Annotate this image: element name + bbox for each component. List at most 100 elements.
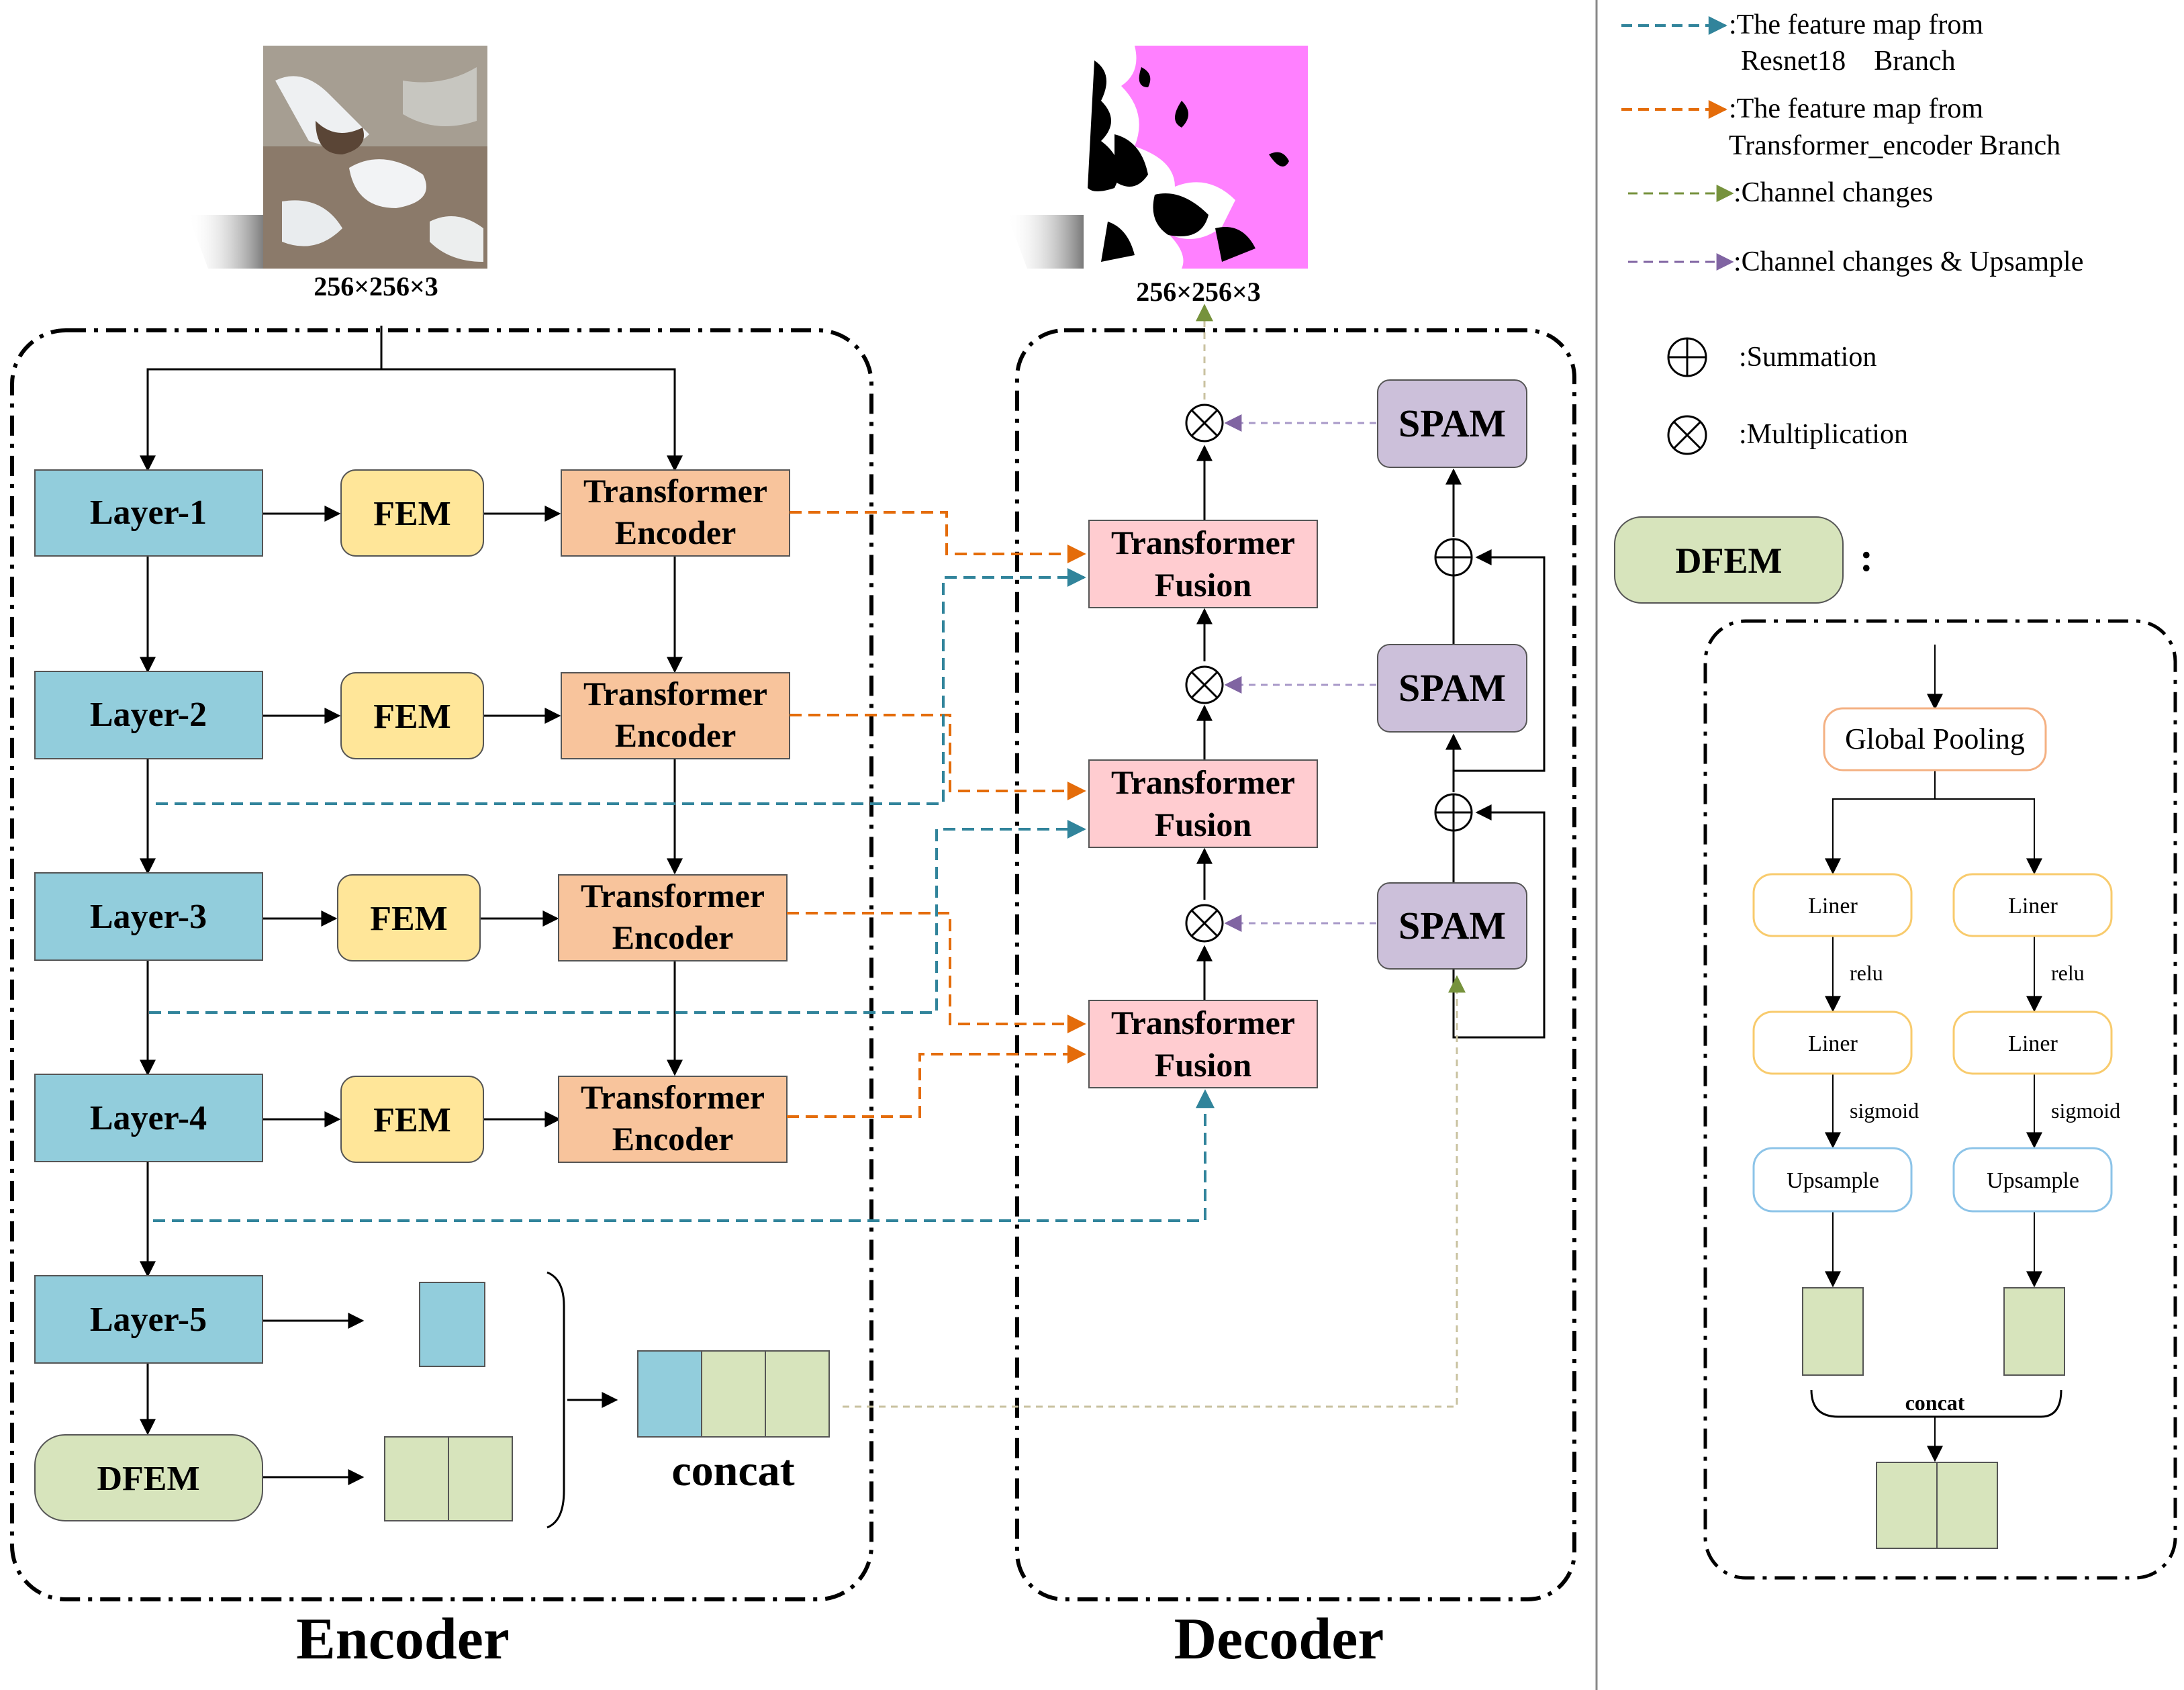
legend-trans-line1: :The feature map from: [1729, 93, 1983, 124]
te-1-line2: Encoder: [615, 514, 737, 551]
global-pooling-box: [1823, 707, 2047, 771]
spam-2-label: SPAM: [1398, 666, 1506, 710]
liner-2a-box: [1952, 873, 2113, 937]
layer-1: Layer-1: [34, 469, 263, 557]
dfem-block: DFEM: [34, 1434, 263, 1521]
te-4-line1: Transformer: [581, 1078, 765, 1116]
layer-3: Layer-3: [34, 872, 263, 961]
dfem-feature-map: [384, 1436, 513, 1521]
relu-2: relu: [2051, 961, 2085, 985]
encoder-title: Encoder: [296, 1607, 510, 1672]
encoder-connectors: [140, 326, 683, 1529]
encoder-boundary: [10, 328, 873, 1601]
legend-sum-icon: [1667, 337, 1707, 377]
transformer-encoder-4: Transformer Encoder: [558, 1076, 788, 1163]
global-pooling-label: Global Pooling: [1845, 722, 2025, 755]
channel-change-arrows: [843, 303, 1466, 1408]
dfem-concat-label: concat: [1905, 1391, 1965, 1415]
tf-3-line1: Transformer: [1111, 1004, 1295, 1041]
input-image: [188, 46, 487, 269]
transformer-fusion-2: Transformer Fusion: [1088, 759, 1318, 848]
liner-2b-box: [1952, 1011, 2113, 1075]
te-1-line1: Transformer: [583, 472, 767, 510]
transformer-encoder-2: Transformer Encoder: [561, 672, 790, 759]
layer-1-label: Layer-1: [90, 494, 207, 532]
fem-1: FEM: [340, 469, 484, 557]
dfem-detail-title: DFEM: [1676, 541, 1783, 581]
tf-3-line2: Fusion: [1155, 1046, 1252, 1084]
dfem-fmap-2: [2003, 1287, 2065, 1376]
fem-2: FEM: [340, 672, 484, 759]
fem-3-label: FEM: [370, 900, 448, 938]
spam-3: SPAM: [1377, 882, 1527, 970]
liner-2b-label: Liner: [2008, 1031, 2058, 1056]
legend-trans-line2: Transformer_encoder Branch: [1729, 130, 2060, 161]
dfem-out-fmap-1: [1876, 1462, 1938, 1549]
spam-1: SPAM: [1377, 379, 1527, 468]
multiply-3: [1185, 904, 1224, 943]
spam-2: SPAM: [1377, 644, 1527, 733]
fem-4-label: FEM: [373, 1101, 451, 1139]
output-image: [1007, 46, 1308, 269]
layer5-feature-map: [419, 1282, 485, 1367]
fem-3: FEM: [337, 874, 481, 961]
transformer-fusion-1: Transformer Fusion: [1088, 520, 1318, 608]
te-4-line2: Encoder: [612, 1120, 734, 1158]
concat-feature-map: [637, 1350, 830, 1438]
relu-1: relu: [1850, 961, 1883, 985]
tf-1-line1: Transformer: [1111, 524, 1295, 561]
sigmoid-2: sigmoid: [2051, 1098, 2120, 1123]
legend-multiply-icon: [1667, 415, 1707, 455]
dfem-detail-title-box: [1614, 516, 1844, 604]
dfem-detail-colon: :: [1860, 535, 1873, 579]
liner-1a-box: [1752, 873, 1913, 937]
transformer-encoder-1: Transformer Encoder: [561, 469, 790, 557]
upsample-1-box: [1752, 1147, 1913, 1213]
sigmoid-1: sigmoid: [1850, 1098, 1919, 1123]
fem-4: FEM: [340, 1076, 484, 1163]
spam-to-multiply-arrows: [1224, 414, 1376, 932]
upsample-2-label: Upsample: [1987, 1168, 2079, 1193]
spam-3-label: SPAM: [1398, 904, 1506, 947]
layer-4: Layer-4: [34, 1074, 263, 1162]
liner-1a-label: Liner: [1808, 894, 1858, 919]
multiply-2: [1185, 665, 1224, 704]
upsample-2-box: [1952, 1147, 2113, 1213]
decoder-title: Decoder: [1174, 1607, 1384, 1672]
dfem-detail-boundary: [1703, 619, 2177, 1580]
legend-resnet-line1: :The feature map from: [1729, 9, 1983, 40]
legend-sum-text: :Summation: [1739, 342, 1877, 373]
transformer-encoder-3: Transformer Encoder: [558, 874, 788, 961]
fem-2-label: FEM: [373, 698, 451, 736]
liner-2a-label: Liner: [2008, 894, 2058, 919]
legend-upsample-text: :Channel changes & Upsample: [1734, 246, 2083, 277]
transformer-fusion-3: Transformer Fusion: [1088, 1000, 1318, 1088]
sum-1: [1434, 538, 1473, 577]
layer-2: Layer-2: [34, 671, 263, 759]
te-3-line1: Transformer: [581, 877, 765, 914]
decoder-connectors: [1196, 444, 1546, 1039]
tf-2-line1: Transformer: [1111, 763, 1295, 801]
dfem-detail: DFEM : Global Pooling Liner Liner relu r…: [1614, 516, 2120, 1549]
decoder-boundary: [1015, 328, 1576, 1601]
input-size-label: 256×256×3: [314, 271, 438, 301]
dfem-out-fmap-2: [1936, 1462, 1998, 1549]
tf-2-line2: Fusion: [1155, 806, 1252, 843]
layer-5-label: Layer-5: [90, 1301, 207, 1339]
legend: :The feature map from Resnet18 Branch :T…: [1621, 9, 2083, 455]
sum-2: [1434, 793, 1473, 832]
te-2-line1: Transformer: [583, 675, 767, 712]
concat-label: concat: [671, 1446, 794, 1495]
layer-4-label: Layer-4: [90, 1099, 207, 1137]
dfem-label: DFEM: [97, 1460, 199, 1498]
te-2-line2: Encoder: [615, 716, 737, 754]
te-3-line2: Encoder: [612, 919, 734, 956]
legend-multiply-text: :Multiplication: [1739, 419, 1908, 450]
upsample-1-label: Upsample: [1787, 1168, 1879, 1193]
legend-channel-text: :Channel changes: [1734, 177, 1933, 208]
fem-1-label: FEM: [373, 495, 451, 533]
multiply-1: [1185, 404, 1224, 442]
tf-1-line2: Fusion: [1155, 566, 1252, 604]
transformer-branch-arrows: [787, 511, 1086, 1118]
